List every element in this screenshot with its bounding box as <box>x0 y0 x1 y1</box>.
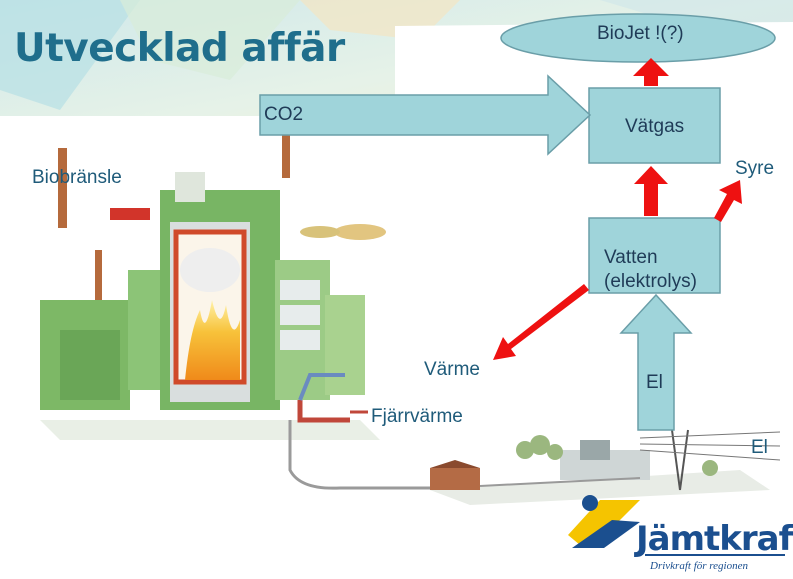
substation-illustration <box>430 429 781 505</box>
power-plant-illustration <box>40 118 440 490</box>
fjarrvarme-label: Fjärrvärme <box>371 406 463 427</box>
syre-label: Syre <box>735 158 775 179</box>
vatten-to-vatgas-arrow <box>634 166 668 216</box>
vatten-to-syre-arrow <box>714 180 742 222</box>
logo-wordmark: Jämtkraft <box>636 519 793 559</box>
el-arrow-label: El <box>646 372 663 393</box>
vatten-label: Vatten (elektrolys) <box>604 246 697 294</box>
vatgas-label: Vätgas <box>625 116 685 137</box>
co2-arrow <box>259 74 592 156</box>
vatgas-node <box>588 87 721 164</box>
biojet-node <box>500 13 776 63</box>
el-input-arrow <box>619 293 693 431</box>
vatten-to-varme-arrow <box>493 284 589 360</box>
co2-label: CO2 <box>264 104 304 125</box>
vatten-label-line1: Vatten <box>604 247 658 268</box>
biobransle-label: Biobränsle <box>32 167 122 188</box>
el-grid-label: El <box>751 437 768 458</box>
flow-arrows <box>493 58 742 360</box>
varme-label: Värme <box>424 359 480 380</box>
biojet-label: BioJet !(?) <box>597 23 684 44</box>
vatgas-to-biojet-arrow <box>633 58 669 86</box>
page-title: Utvecklad affär <box>14 26 345 71</box>
jamtkraft-logo <box>568 495 785 556</box>
vatten-node <box>588 217 721 294</box>
vatten-label-line2: (elektrolys) <box>604 271 697 292</box>
logo-tagline: Drivkraft för regionen <box>650 560 748 572</box>
